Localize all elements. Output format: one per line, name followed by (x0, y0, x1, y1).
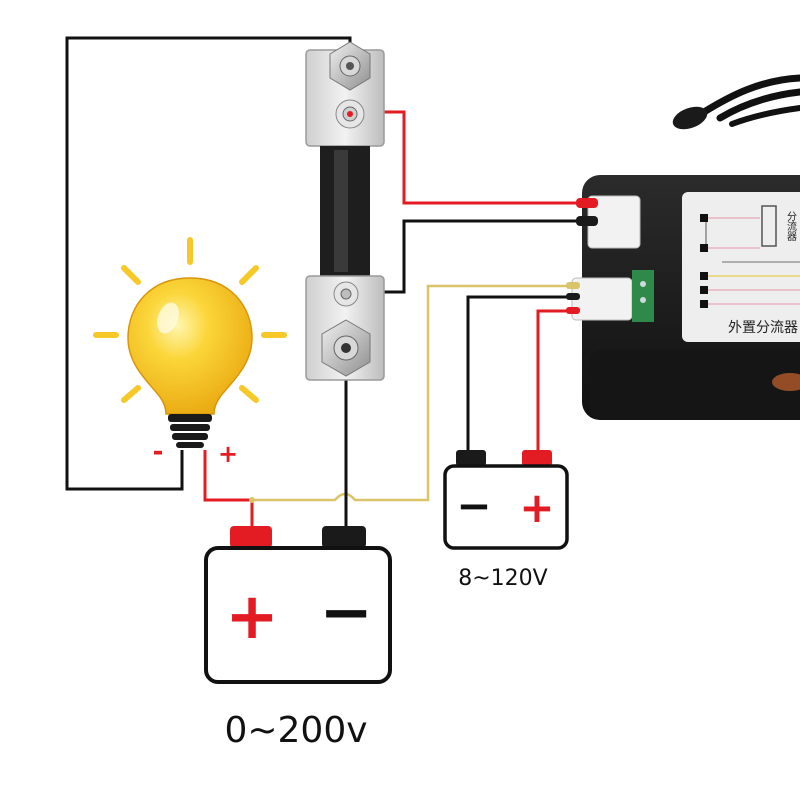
aux-battery-plus-sign: + (519, 483, 554, 532)
wire-shunt-sense-black (350, 219, 588, 294)
bulb-plus-label: + (218, 440, 238, 468)
meter-connector-power (571, 277, 633, 321)
junction-dot (249, 497, 255, 503)
aux-battery-minus-sign: − (456, 481, 491, 530)
main-battery-plus-sign: + (225, 580, 279, 654)
light-bulb-icon: - + (93, 237, 287, 468)
meter-wiring-schematic (705, 205, 800, 305)
wire-shunt-sense-red (350, 110, 588, 205)
meter-shunt-text: 分流器 (785, 211, 797, 242)
shunt-sense-screw-top (335, 99, 365, 129)
aux-battery: − + 8~120V (443, 450, 569, 591)
bulb-rays (93, 237, 287, 403)
bulb-base (168, 414, 212, 448)
panel-meter-icon: 分流器 外置分流器 (571, 175, 800, 420)
main-battery: + − 0~200v (204, 526, 392, 751)
aux-battery-minus-terminal (456, 450, 486, 466)
shunt-bottom-bolt (321, 319, 371, 377)
temperature-probe-icon (672, 74, 800, 130)
shunt-top-bolt (329, 41, 371, 91)
aux-battery-voltage-label: 8~120V (458, 566, 547, 591)
wire-bulb-to-battery-plus (203, 450, 254, 528)
battery-icon (443, 450, 569, 550)
aux-battery-plus-terminal (522, 450, 552, 466)
meter-external-shunt-text: 外置分流器 (728, 320, 798, 336)
battery-icon (204, 526, 392, 684)
main-battery-voltage-label: 0~200v (224, 710, 367, 751)
main-battery-plus-terminal (230, 526, 272, 548)
wire-plugs (566, 198, 598, 314)
bulb-glass (127, 277, 253, 415)
main-battery-minus-sign: − (319, 576, 373, 650)
wire-aux-plus (536, 309, 573, 452)
current-shunt-icon (305, 41, 385, 381)
shunt-sense-screw-bottom (333, 281, 359, 307)
wire-aux-minus (466, 295, 573, 452)
bulb-minus-label: - (153, 437, 164, 467)
main-battery-minus-terminal (322, 526, 366, 548)
